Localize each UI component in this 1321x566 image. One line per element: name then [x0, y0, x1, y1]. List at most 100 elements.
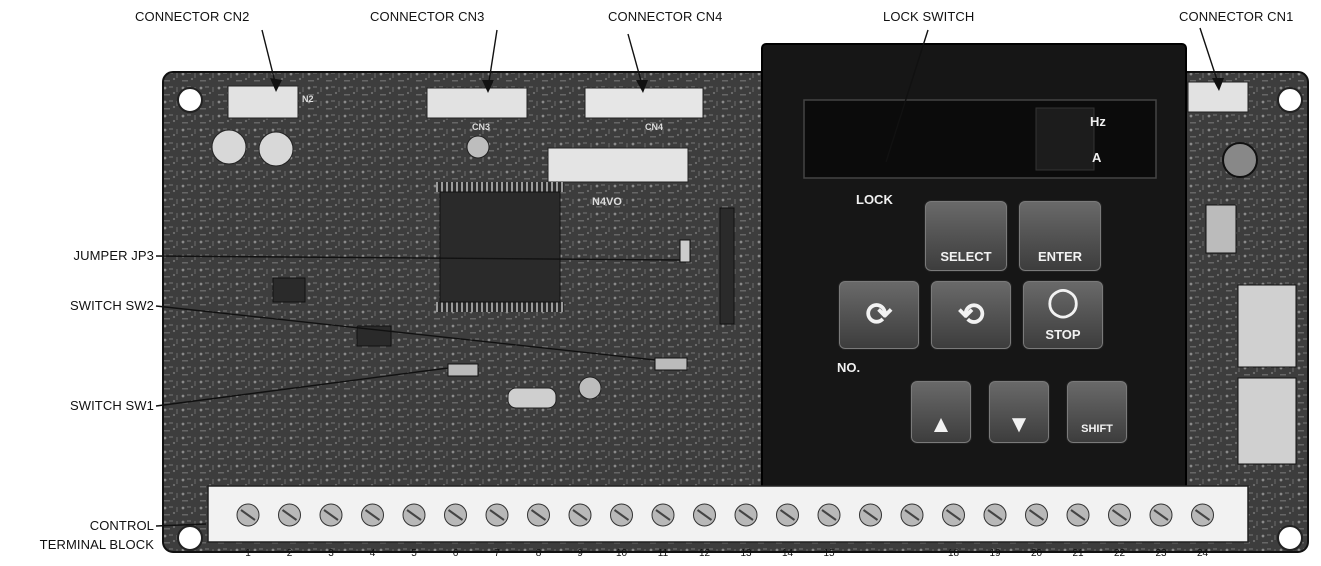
leader-cn4	[627, 33, 644, 89]
terminal-number: 23	[1155, 548, 1167, 559]
small-ic	[719, 207, 735, 325]
enter-key[interactable]: ENTER	[1018, 200, 1102, 272]
terminal-screw-slot	[1194, 509, 1211, 521]
connector-cn2-body	[227, 85, 299, 119]
capacitor	[258, 131, 294, 167]
terminal-screw-slot	[655, 509, 671, 521]
callout-connector-cn4: CONNECTOR CN4	[608, 9, 723, 24]
white-component	[547, 147, 689, 183]
terminal-number: 2	[286, 548, 293, 559]
callout-connector-cn3: CONNECTOR CN3	[370, 9, 485, 24]
leader-jp3	[155, 255, 681, 261]
terminal-number: 12	[698, 548, 711, 559]
display-window	[803, 99, 1157, 179]
cn3-silkscreen: CN3	[472, 122, 491, 132]
terminal-screw-slot	[1111, 509, 1128, 521]
chip-silkscreen: N4VO	[592, 196, 622, 208]
terminal-number: 3	[328, 548, 334, 559]
terminal-screw-slot	[281, 509, 298, 521]
jumper-jp3	[679, 239, 691, 263]
stop-key-label: STOP	[1045, 327, 1081, 342]
terminal-screw-slot	[821, 509, 837, 521]
select-key[interactable]: SELECT	[924, 200, 1008, 272]
stop-key[interactable]: ◯ STOP	[1022, 280, 1104, 350]
cn2-silkscreen: N2	[302, 94, 314, 104]
terminal-number: 4	[369, 548, 376, 559]
leader-sw2	[155, 305, 656, 361]
stop-circle-icon: ◯	[1047, 286, 1079, 317]
switch-sw1	[447, 363, 479, 377]
main-chip-pins-bottom	[436, 302, 564, 312]
small-ic	[272, 277, 306, 303]
terminal-screw-slot	[987, 509, 1003, 521]
terminal-number: 5	[411, 548, 417, 559]
main-chip-pins-top	[436, 182, 564, 192]
terminal-number: 20	[1030, 548, 1043, 559]
up-arrow-key[interactable]: ▲	[910, 380, 972, 444]
leader-lock	[885, 29, 929, 163]
terminal-number: 11	[657, 548, 669, 559]
mount-hole	[177, 87, 203, 113]
mount-hole	[1277, 525, 1303, 551]
rotate-ccw-icon: ⟲	[957, 296, 985, 332]
connector-cn3-body	[426, 87, 528, 119]
dip-switch	[1237, 284, 1297, 368]
terminal-number: 6	[452, 548, 459, 559]
no-label: NO.	[837, 360, 861, 375]
select-key-label: SELECT	[940, 249, 992, 264]
leader-cn2	[261, 29, 277, 87]
mount-hole	[177, 525, 203, 551]
shift-key[interactable]: SHIFT	[1066, 380, 1128, 444]
terminal-screw-slot	[489, 509, 505, 521]
arrowhead	[636, 80, 648, 93]
resistor-pack	[1205, 204, 1237, 254]
terminal-screw-slot	[1153, 509, 1169, 521]
unit-hz: Hz	[1090, 114, 1106, 129]
enter-key-label: ENTER	[1037, 249, 1083, 264]
terminal-screw-slot	[738, 509, 754, 521]
down-arrow-key[interactable]: ▼	[988, 380, 1050, 444]
lock-label: LOCK	[856, 192, 893, 207]
triangle-down-icon: ▼	[1007, 411, 1031, 438]
terminal-screw-slot	[904, 509, 920, 521]
mount-hole	[1277, 87, 1303, 113]
callout-jumper-jp3: JUMPER JP3	[73, 248, 154, 263]
terminal-number: 19	[989, 548, 1001, 559]
terminal-screw-slot	[613, 509, 630, 521]
terminal-screw-slot	[779, 509, 796, 521]
triangle-up-icon: ▲	[929, 411, 953, 438]
capacitor	[466, 135, 490, 159]
terminal-number: 1	[245, 548, 251, 559]
terminal-screw-slot	[1028, 509, 1045, 521]
terminal-screw-slot	[447, 509, 464, 521]
forward-run-key[interactable]: ⟳	[838, 280, 920, 350]
callout-control-terminal-block: CONTROL TERMINAL BLOCK	[10, 516, 154, 554]
terminal-number: 7	[494, 548, 500, 559]
terminal-screw-slot	[696, 509, 713, 521]
arrowhead	[270, 78, 282, 92]
terminal-number: 24	[1196, 548, 1209, 559]
terminal-screw-slot	[862, 509, 879, 521]
terminal-number: 9	[577, 548, 583, 559]
leader-terminal	[155, 523, 207, 527]
connector-cn4-body	[584, 87, 704, 119]
callout-terminal-line2: TERMINAL BLOCK	[39, 537, 154, 552]
terminal-number: 22	[1113, 548, 1126, 559]
potentiometer	[1222, 142, 1258, 178]
shift-key-label: SHIFT	[1081, 423, 1113, 435]
main-chip	[439, 191, 561, 303]
callout-switch-sw1: SWITCH SW1	[69, 398, 154, 413]
callout-lock-switch: LOCK SWITCH	[883, 9, 975, 24]
reverse-run-key[interactable]: ⟲	[930, 280, 1012, 350]
terminal-number: 15	[823, 548, 835, 559]
terminal-screw-slot	[406, 509, 422, 521]
terminal-number: 21	[1072, 548, 1084, 559]
terminal-screw-slot	[323, 509, 339, 521]
terminal-screw-slot	[240, 509, 256, 521]
terminal-number: 14	[781, 548, 794, 559]
capacitor	[578, 376, 602, 400]
cn4-silkscreen: CN4	[645, 122, 664, 132]
arrowhead	[482, 80, 494, 93]
